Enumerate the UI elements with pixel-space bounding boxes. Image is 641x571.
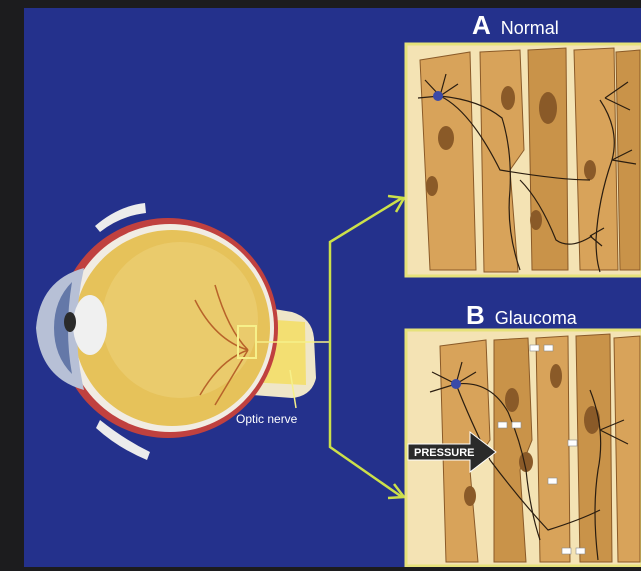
pressure-label: PRESSURE [414, 447, 475, 459]
panel-glaucoma-letter: B [466, 300, 485, 330]
ganglion-cell-normal [433, 91, 443, 101]
panel-glaucoma-word: Glaucoma [495, 308, 577, 328]
panel-normal-word: Normal [501, 18, 559, 38]
eyeball-highlight [102, 242, 258, 398]
optic-nerve-label: Optic nerve [236, 412, 297, 426]
panel-normal-letter: A [472, 10, 491, 40]
lens [73, 295, 107, 355]
panel-glaucoma: PRESSURE [406, 330, 641, 566]
pupil [64, 312, 76, 332]
panel-normal-title: A Normal [472, 10, 559, 41]
panel-glaucoma-title: B Glaucoma [466, 300, 577, 331]
panel-normal [406, 44, 641, 276]
ganglion-cell-glaucoma [451, 379, 461, 389]
